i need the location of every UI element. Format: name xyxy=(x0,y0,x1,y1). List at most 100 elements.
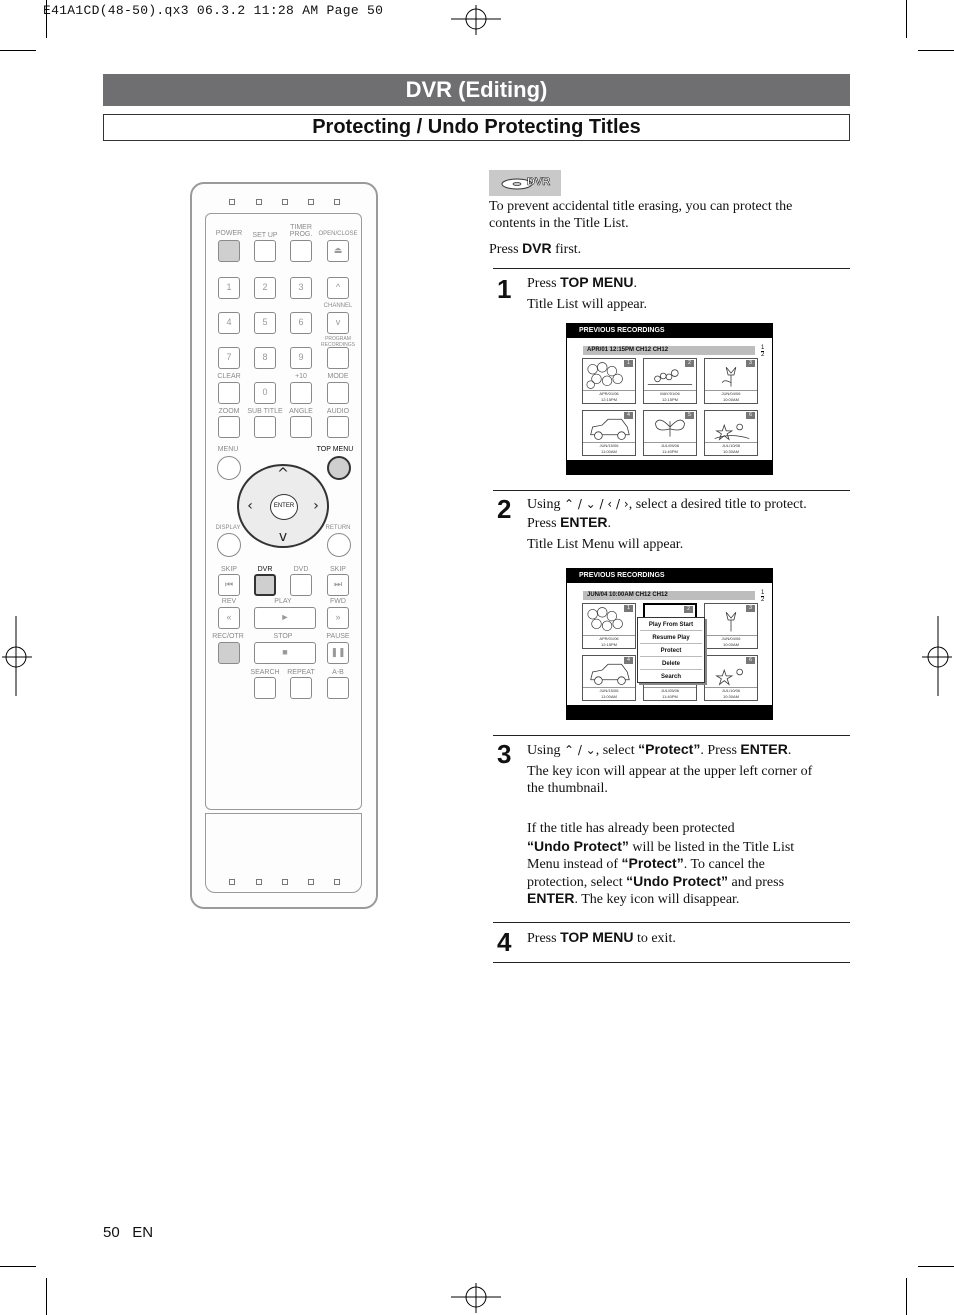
program-label: PROGRAM xyxy=(325,336,351,342)
display-label: DISPLAY xyxy=(215,525,241,531)
rev-button: « xyxy=(218,607,240,629)
screen-header: PREVIOUS RECORDINGS xyxy=(567,569,772,583)
protect-key: “Protect” xyxy=(638,741,701,757)
remote-dot xyxy=(334,199,340,205)
intro-line-2: contents in the Title List. xyxy=(489,216,629,231)
power-label: POWER xyxy=(215,230,243,237)
setup-button xyxy=(254,240,276,262)
open-close-label: OPEN/CLOSE xyxy=(318,231,358,237)
crop-mark xyxy=(0,1266,36,1267)
subtitle-label: SUB TITLE xyxy=(247,408,283,415)
screen-header: PREVIOUS RECORDINGS xyxy=(567,324,772,338)
channel-up-button: ^ xyxy=(327,277,349,299)
top-menu-key: TOP MENU xyxy=(560,274,634,290)
step-2-instruction: Using ⌃ / ⌄ / ‹ / ›, select a desired ti… xyxy=(527,497,807,512)
step-3-extra-2: “Undo Protect” will be listed in the Tit… xyxy=(527,838,795,855)
fwd-button: » xyxy=(327,607,349,629)
display-button xyxy=(217,533,241,557)
menu-label: MENU xyxy=(217,446,239,453)
audio-label: AUDIO xyxy=(326,408,350,415)
remote-dot xyxy=(282,879,288,885)
caterpillar-icon xyxy=(647,369,693,386)
menu-item-protect: Protect xyxy=(640,645,702,657)
menu-button xyxy=(217,456,241,480)
digit-7-button: 7 xyxy=(218,347,240,369)
dvr-disc-icon xyxy=(501,178,533,190)
title-list-menu: Play From Start Resume Play Protect Dele… xyxy=(637,617,705,683)
subtitle-button xyxy=(254,416,276,438)
dvd-label: DVD xyxy=(293,566,309,573)
step-1-number: 1 xyxy=(497,274,512,304)
pause-button: ❚❚ xyxy=(327,642,349,664)
mode-label: MODE xyxy=(327,373,349,380)
starfish-icon xyxy=(714,423,750,441)
digit-0-button: 0 xyxy=(254,382,276,404)
digit-2-button: 2 xyxy=(254,277,276,299)
arrow-down-icon: v xyxy=(278,529,288,545)
crop-mark xyxy=(918,50,954,51)
step-3-extra-1: If the title has already been protected xyxy=(527,821,735,836)
step-3-extra-3: Menu instead of “Protect”. To cancel the xyxy=(527,855,765,872)
divider xyxy=(493,268,850,269)
screen-footer xyxy=(567,705,772,719)
plus10-label: +10 xyxy=(295,373,307,380)
clear-button xyxy=(218,382,240,404)
remote-dot xyxy=(229,199,235,205)
step-3-extra-4: protection, select “Undo Protect” and pr… xyxy=(527,873,785,890)
channel-down-button: v xyxy=(327,312,349,334)
skip-forward-label: SKIP xyxy=(330,566,346,573)
top-menu-key: TOP MENU xyxy=(560,929,634,945)
remote-dot xyxy=(229,879,235,885)
stop-button: ■ xyxy=(254,642,316,664)
flowers-icon xyxy=(586,362,623,389)
step-4-number: 4 xyxy=(497,927,512,957)
arrow-left-icon: ‹ xyxy=(247,498,253,514)
dvr-badge-label: DVR xyxy=(527,176,551,189)
title-list-menu-screen: PREVIOUS RECORDINGS JUN/04 10:00AM CH12 … xyxy=(566,568,773,720)
menu-item-play-from-start: Play From Start xyxy=(640,619,702,631)
file-slug: E41A1CD(48-50).qx3 06.3.2 11:28 AM Page … xyxy=(43,3,384,18)
divider xyxy=(493,735,850,736)
crop-mark xyxy=(46,1278,47,1315)
setup-label: SET UP xyxy=(252,232,278,239)
enter-key: ENTER xyxy=(560,514,608,530)
dvr-button xyxy=(254,574,276,596)
digit-9-button: 9 xyxy=(290,347,312,369)
angle-label: ANGLE xyxy=(289,408,313,415)
enter-button: ENTER xyxy=(270,494,298,520)
step-3-number: 3 xyxy=(497,739,512,769)
crop-mark xyxy=(918,1266,954,1267)
page-number: 50 EN xyxy=(103,1224,154,1241)
screen-info-bar: APR/01 12:15PM CH12 CH12 xyxy=(583,346,755,355)
remote-panel xyxy=(205,213,362,810)
ab-button xyxy=(327,677,349,699)
search-label: SEARCH xyxy=(250,669,280,676)
rec-otr-label: REC/OTR xyxy=(212,633,244,640)
butterfly-icon xyxy=(655,419,685,437)
tulip-icon xyxy=(725,612,737,632)
page-title: Protecting / Undo Protecting Titles xyxy=(103,114,850,141)
step-1-instruction: Press TOP MENU. xyxy=(527,274,637,291)
starfish-icon xyxy=(715,668,743,686)
stop-label: STOP xyxy=(273,633,293,640)
arrow-keys-icon: ⌃ / ⌄ xyxy=(563,743,596,757)
timer-label: TIMER xyxy=(290,224,312,231)
return-label: RETURN xyxy=(325,525,351,531)
recordings-label: RECORDINGS xyxy=(321,342,355,348)
section-title: DVR (Editing) xyxy=(103,74,850,106)
enter-key: ENTER xyxy=(740,741,788,757)
digit-4-button: 4 xyxy=(218,312,240,334)
menu-item-search: Search xyxy=(660,674,681,680)
intro-press: Press DVR first. xyxy=(489,240,582,257)
dvr-key: DVR xyxy=(522,240,552,256)
skip-back-label: SKIP xyxy=(221,566,237,573)
registration-mark-icon xyxy=(2,616,32,696)
step-1-note: Title List will appear. xyxy=(527,297,648,312)
